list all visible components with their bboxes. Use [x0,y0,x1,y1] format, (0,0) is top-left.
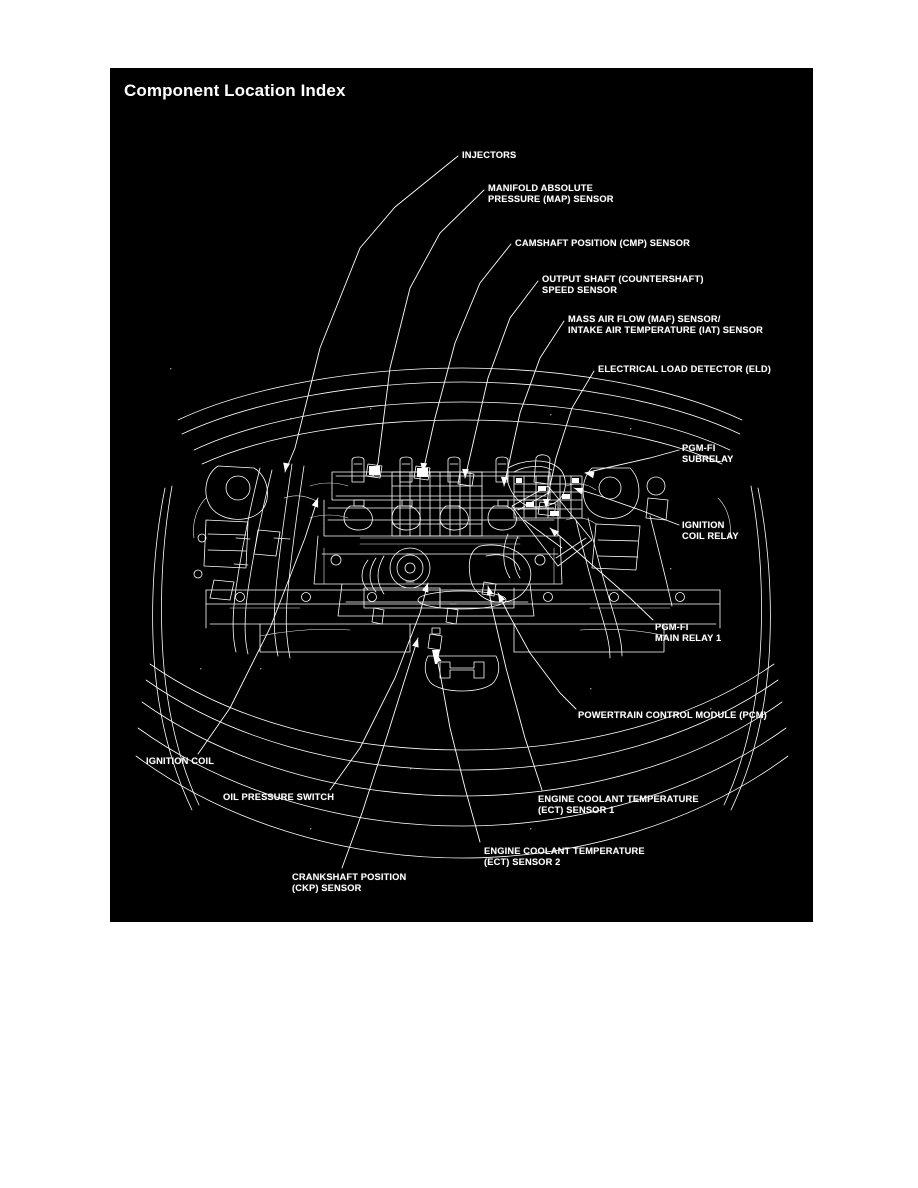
leader-arrowhead-ect-sensor-1 [486,586,494,596]
leader-line-cmp-sensor [422,243,512,473]
leader-line-oil-pressure-switch [329,582,429,791]
leader-arrowhead-pcm [498,593,506,603]
leader-line-ect-sensor-1 [487,585,543,791]
callout-output-shaft-countershaft-speed-sensor: OUTPUT SHAFT (COUNTERSHAFT) SPEED SENSOR [542,274,704,296]
callout-ignition-coil: IGNITION COIL [146,756,215,766]
callout-engine-coolant-temperature-sensor-1: ENGINE COOLANT TEMPERATURE (ECT) SENSOR … [538,794,699,816]
callout-ignition-coil-relay: IGNITION COIL RELAY [682,520,739,542]
honda-h-emblem [424,655,500,692]
callout-camshaft-position-sensor: CAMSHAFT POSITION (CMP) SENSOR [515,238,690,248]
leader-arrowhead-output-shaft-speed-sensor [462,468,469,478]
leader-line-ignition-coil-relay [573,487,680,526]
leader-line-maf-iat-sensor [503,320,565,487]
leader-line-ckp-sensor [341,637,419,869]
callout-pgm-fi-main-relay-1: PGM-FI MAIN RELAY 1 [655,622,722,644]
leader-arrowhead-oil-pressure-switch [421,583,429,593]
leader-arrowhead-map-sensor [370,466,378,476]
callout-crankshaft-position-sensor: CRANKSHAFT POSITION (CKP) SENSOR [292,872,407,894]
leader-arrowhead-cmp-sensor [420,462,428,472]
leader-arrowhead-eld [542,498,550,508]
figure-title: Component Location Index [124,81,346,100]
leader-arrowhead-ignition-coil-relay [574,487,584,495]
leader-arrowhead-maf-iat-sensor [500,476,508,486]
under-hood-fuse-relay-box [513,475,583,519]
callout-oil-pressure-switch: OIL PRESSURE SWITCH [223,792,335,802]
leader-arrowhead-ckp-sensor [412,638,419,648]
callout-manifold-absolute-pressure-sensor: MANIFOLD ABSOLUTE PRESSURE (MAP) SENSOR [488,183,614,205]
callout-powertrain-control-module: POWERTRAIN CONTROL MODULE (PCM) [578,710,767,720]
leader-line-eld [545,370,595,509]
leader-line-pgm-fi-subrelay [584,449,680,474]
leader-line-ect-sensor-2 [435,652,481,843]
leader-line-output-shaft-speed-sensor [464,280,539,479]
callout-leader-lines [197,155,680,869]
leader-line-map-sensor [372,189,485,477]
leader-arrowhead-injectors [283,462,290,472]
leader-line-injectors [284,155,459,473]
callout-injectors: INJECTORS [462,150,517,160]
leader-arrowhead-pgm-fi-main-relay-1 [550,528,559,537]
component-location-figure: Component Location Index [110,68,813,922]
leader-arrowhead-ect-sensor-2 [434,653,442,663]
callout-electrical-load-detector: ELECTRICAL LOAD DETECTOR (ELD) [598,364,772,374]
leader-line-pgm-fi-main-relay-1 [549,527,654,621]
leader-line-pcm [497,592,577,710]
callout-engine-coolant-temperature-sensor-2: ENGINE COOLANT TEMPERATURE (ECT) SENSOR … [484,846,645,868]
leader-arrowhead-ignition-coil [311,498,319,508]
engine-bay-line-art [135,367,789,859]
callout-mass-air-flow-intake-air-temperature-sensor: MASS AIR FLOW (MAF) SENSOR/ INTAKE AIR T… [568,314,763,336]
leader-line-ignition-coil [197,497,319,755]
callout-pgm-fi-subrelay: PGM-FI SUBRELAY [682,443,734,465]
leader-arrowhead-pgm-fi-subrelay [585,471,595,479]
